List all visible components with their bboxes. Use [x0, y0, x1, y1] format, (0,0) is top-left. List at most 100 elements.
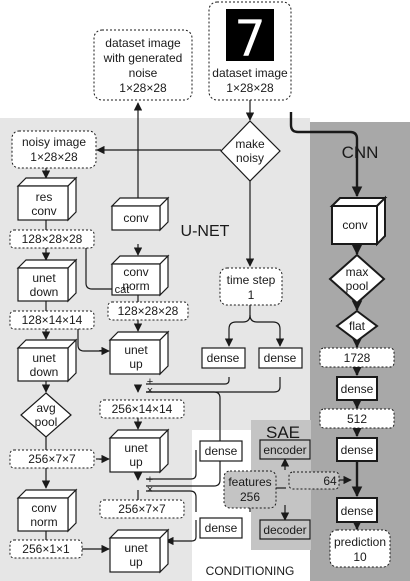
- latent-64-box: [288, 471, 340, 490]
- noisy-dataset-image-line2: with generated: [103, 51, 183, 65]
- unet-down-block-1: [16, 258, 78, 303]
- shape-256x14x14-label: 256×14×14: [112, 402, 173, 416]
- prediction-line1: prediction: [334, 535, 386, 549]
- res-conv-line1: res: [36, 190, 53, 204]
- shape-256x1x1-label: 256×1×1: [22, 542, 70, 556]
- cnn-dense-2-label: dense: [341, 443, 374, 457]
- unet-label: U-NET: [181, 223, 230, 240]
- make-noisy-line1: make: [235, 137, 265, 151]
- cnn-512-box: [319, 408, 395, 429]
- conv-norm-block-2: [110, 254, 170, 297]
- shape-256x7x7-middle: [99, 499, 185, 519]
- cat-label: cat: [115, 284, 130, 296]
- plus-sign-skip-2: +: [99, 454, 105, 466]
- cnn-dense-2: [336, 437, 378, 462]
- plus-sign-skip-1: +: [99, 345, 105, 357]
- plus-sign-cond-1: +: [147, 376, 153, 388]
- dense-feature-2-label: dense: [205, 521, 238, 535]
- latent-64-label: 64: [323, 474, 337, 488]
- times-sign-cond-1: ×: [147, 385, 153, 397]
- unet-up-2-line2: up: [129, 455, 143, 469]
- make-noisy-line2: noisy: [236, 151, 264, 165]
- decoder-box: [259, 519, 311, 540]
- max-pool-line1: max: [346, 265, 369, 279]
- noisy-dataset-image-shape: 1×28×28: [119, 81, 167, 95]
- unet-down-1-line2: down: [30, 285, 59, 299]
- avg-pool-line2: pool: [35, 415, 58, 429]
- shape-256x7x7-middle-label: 256×7×7: [118, 502, 166, 516]
- prediction-box: [329, 529, 391, 568]
- make-noisy-diamond: [220, 120, 281, 182]
- avg-pool-diamond: [20, 392, 72, 438]
- flat-label: flat: [349, 319, 366, 333]
- cnn-dense-1-label: dense: [341, 382, 374, 396]
- conv-norm-1-line1: conv: [31, 501, 56, 515]
- times-sign-cond-2: ×: [147, 484, 153, 496]
- dense-time-1: [201, 347, 246, 369]
- conv-norm-2-line1: conv: [123, 265, 148, 279]
- unet-down-2-line2: down: [30, 365, 59, 379]
- dataset-image-shape: 1×28×28: [226, 81, 274, 95]
- res-conv-line2: conv: [31, 204, 56, 218]
- prediction-line2: 10: [353, 550, 367, 564]
- cnn-conv-label: conv: [342, 218, 367, 232]
- dense-feature-1: [199, 440, 243, 462]
- shape-256x7x7-left-label: 256×7×7: [28, 452, 76, 466]
- cnn-label: CNN: [342, 143, 379, 162]
- encoder-label: encoder: [263, 443, 306, 457]
- shape-128x28x28-left-label: 128×28×28: [22, 232, 83, 246]
- cnn-dense-3: [336, 497, 378, 523]
- cnn-conv-block: [329, 195, 388, 247]
- noisy-image-line2: 1×28×28: [30, 150, 78, 164]
- features-box: [223, 470, 277, 509]
- cnn-1728-box: [319, 347, 395, 368]
- conditioning-label: CONDITIONING: [206, 564, 295, 578]
- digit-glyph: 7: [234, 10, 266, 68]
- shape-128x28x28-middle-label: 128×28×28: [118, 304, 179, 318]
- features-line2: 256: [240, 490, 260, 504]
- unet-down-block-2: [16, 338, 78, 383]
- time-step-line2: 1: [248, 288, 255, 302]
- cnn-dense-3-label: dense: [341, 504, 374, 518]
- dense-feature-1-label: dense: [205, 444, 238, 458]
- unet-up-block-3: [108, 528, 170, 574]
- cnn-dense-1: [336, 376, 378, 401]
- unet-up-block-1: [108, 330, 170, 376]
- dense-time-1-label: dense: [207, 351, 240, 365]
- avg-pool-line1: avg: [36, 401, 55, 415]
- res-conv-block: [16, 176, 78, 222]
- unet-up-1-line1: unet: [124, 343, 148, 357]
- encoder-box: [259, 439, 311, 460]
- noisy-dataset-image-line3: noise: [129, 66, 158, 80]
- noisy-image-box: [11, 130, 97, 169]
- unet-up-block-2: [108, 428, 170, 474]
- noisy-dataset-image-line1: dataset image: [105, 36, 181, 50]
- unet-up-3-line2: up: [129, 555, 143, 569]
- noisy-dataset-image-box: [93, 29, 193, 101]
- dataset-image-label: dataset image: [212, 66, 288, 80]
- flat-diamond: [335, 309, 379, 343]
- conv-norm-2-line2: norm: [122, 279, 149, 293]
- shape-256x7x7-left: [9, 449, 95, 469]
- noisy-image-line1: noisy image: [22, 135, 86, 149]
- shape-128x14x14-label: 128×14×14: [22, 313, 83, 327]
- cnn-512-label: 512: [347, 412, 367, 426]
- cnn-1728-label: 1728: [344, 351, 371, 365]
- conv-norm-block-1: [16, 488, 78, 533]
- decoder-label: decoder: [263, 523, 306, 537]
- unet-up-2-line1: unet: [124, 441, 148, 455]
- unet-up-1-line2: up: [129, 357, 143, 371]
- dense-feature-2: [199, 517, 243, 539]
- dense-time-2: [258, 347, 303, 369]
- shape-128x28x28-middle: [107, 301, 189, 321]
- max-pool-diamond: [328, 253, 386, 305]
- unet-down-2-line1: unet: [32, 351, 56, 365]
- shape-256x1x1: [9, 539, 83, 559]
- unet-up-3-line1: unet: [124, 541, 148, 555]
- conv-block-top: [110, 196, 170, 232]
- unet-down-1-line1: unet: [32, 271, 56, 285]
- features-line1: features: [228, 475, 271, 489]
- time-step-box: [219, 267, 283, 306]
- conv-norm-1-line2: norm: [30, 515, 57, 529]
